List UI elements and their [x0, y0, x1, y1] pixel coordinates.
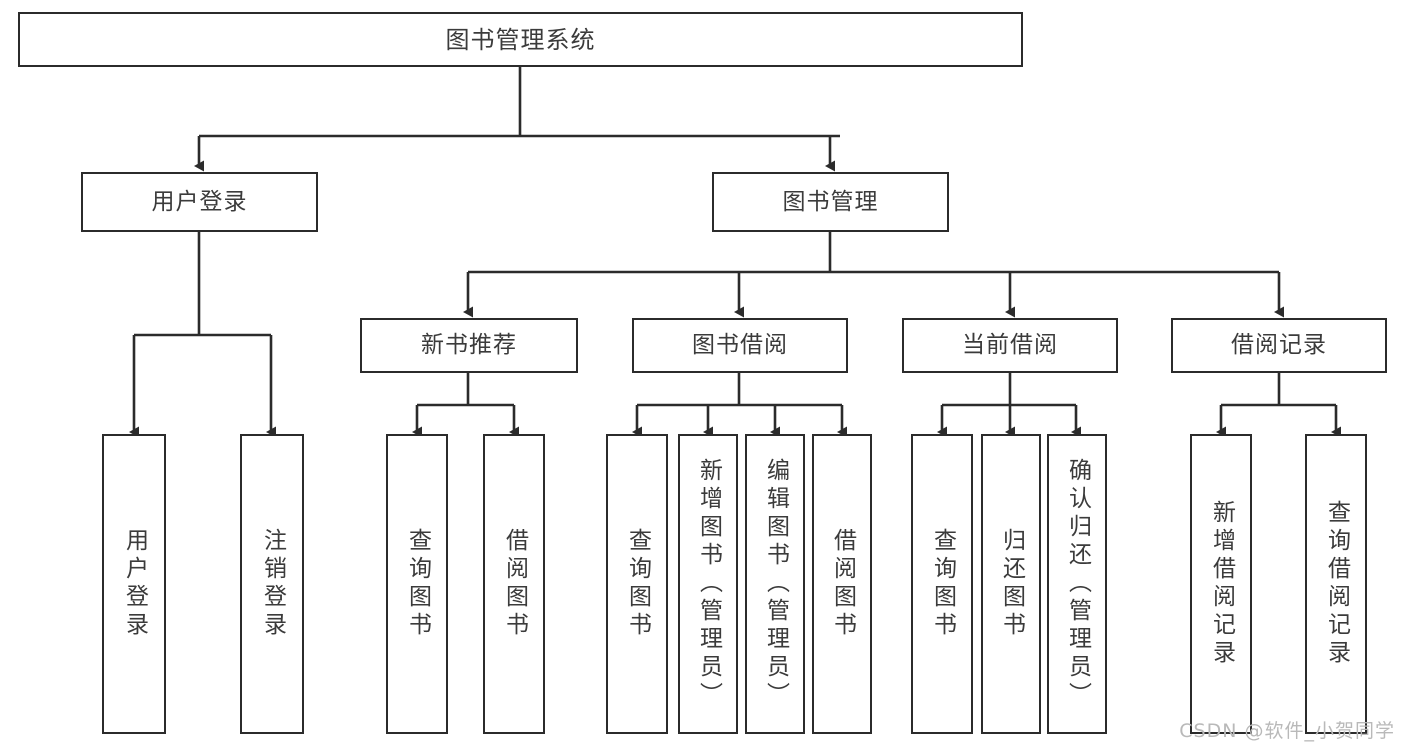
node-leaf-add-book-label: 新增图书（管理员）	[695, 458, 722, 710]
csdn-watermark: CSDN @软件_小贺同学	[1179, 720, 1395, 742]
node-user-login-label: 用户登录	[151, 188, 248, 215]
node-leaf-add-book[interactable]: 新增图书（管理员）	[678, 434, 738, 734]
node-leaf-borrow-book-2-label: 借阅图书	[829, 528, 856, 640]
node-leaf-query-book-1[interactable]: 查询图书	[386, 434, 448, 734]
node-leaf-query-record-label: 查询借阅记录	[1323, 500, 1350, 668]
node-leaf-query-record[interactable]: 查询借阅记录	[1305, 434, 1367, 734]
node-leaf-query-book-3[interactable]: 查询图书	[911, 434, 973, 734]
node-leaf-user-login[interactable]: 用户登录	[102, 434, 166, 734]
node-user-login[interactable]: 用户登录	[81, 172, 318, 232]
node-book-manage[interactable]: 图书管理	[712, 172, 949, 232]
node-leaf-add-record-label: 新增借阅记录	[1208, 500, 1235, 668]
node-new-book-rec-label: 新书推荐	[421, 332, 517, 359]
node-leaf-query-book-1-label: 查询图书	[404, 528, 431, 640]
node-leaf-borrow-book-1-label: 借阅图书	[501, 528, 528, 640]
node-leaf-user-login-label: 用户登录	[121, 528, 148, 640]
node-leaf-edit-book[interactable]: 编辑图书（管理员）	[745, 434, 805, 734]
node-leaf-query-book-3-label: 查询图书	[929, 528, 956, 640]
node-leaf-logout[interactable]: 注销登录	[240, 434, 304, 734]
node-root-label: 图书管理系统	[445, 25, 596, 54]
node-new-book-rec[interactable]: 新书推荐	[360, 318, 578, 373]
node-leaf-borrow-book-2[interactable]: 借阅图书	[812, 434, 872, 734]
node-leaf-logout-label: 注销登录	[259, 528, 286, 640]
node-leaf-return-book-label: 归还图书	[998, 528, 1025, 640]
node-leaf-edit-book-label: 编辑图书（管理员）	[762, 458, 789, 710]
node-leaf-add-record[interactable]: 新增借阅记录	[1190, 434, 1252, 734]
node-current-borrow[interactable]: 当前借阅	[902, 318, 1118, 373]
node-book-manage-label: 图书管理	[782, 188, 879, 215]
node-leaf-query-book-2[interactable]: 查询图书	[606, 434, 668, 734]
node-leaf-confirm-return-label: 确认归还（管理员）	[1064, 458, 1091, 710]
node-book-borrow[interactable]: 图书借阅	[632, 318, 848, 373]
node-leaf-return-book[interactable]: 归还图书	[981, 434, 1041, 734]
node-root[interactable]: 图书管理系统	[18, 12, 1023, 67]
node-leaf-confirm-return[interactable]: 确认归还（管理员）	[1047, 434, 1107, 734]
node-current-borrow-label: 当前借阅	[962, 332, 1058, 359]
node-leaf-query-book-2-label: 查询图书	[624, 528, 651, 640]
node-borrow-record-label: 借阅记录	[1231, 332, 1327, 359]
node-leaf-borrow-book-1[interactable]: 借阅图书	[483, 434, 545, 734]
node-borrow-record[interactable]: 借阅记录	[1171, 318, 1387, 373]
node-book-borrow-label: 图书借阅	[692, 332, 788, 359]
